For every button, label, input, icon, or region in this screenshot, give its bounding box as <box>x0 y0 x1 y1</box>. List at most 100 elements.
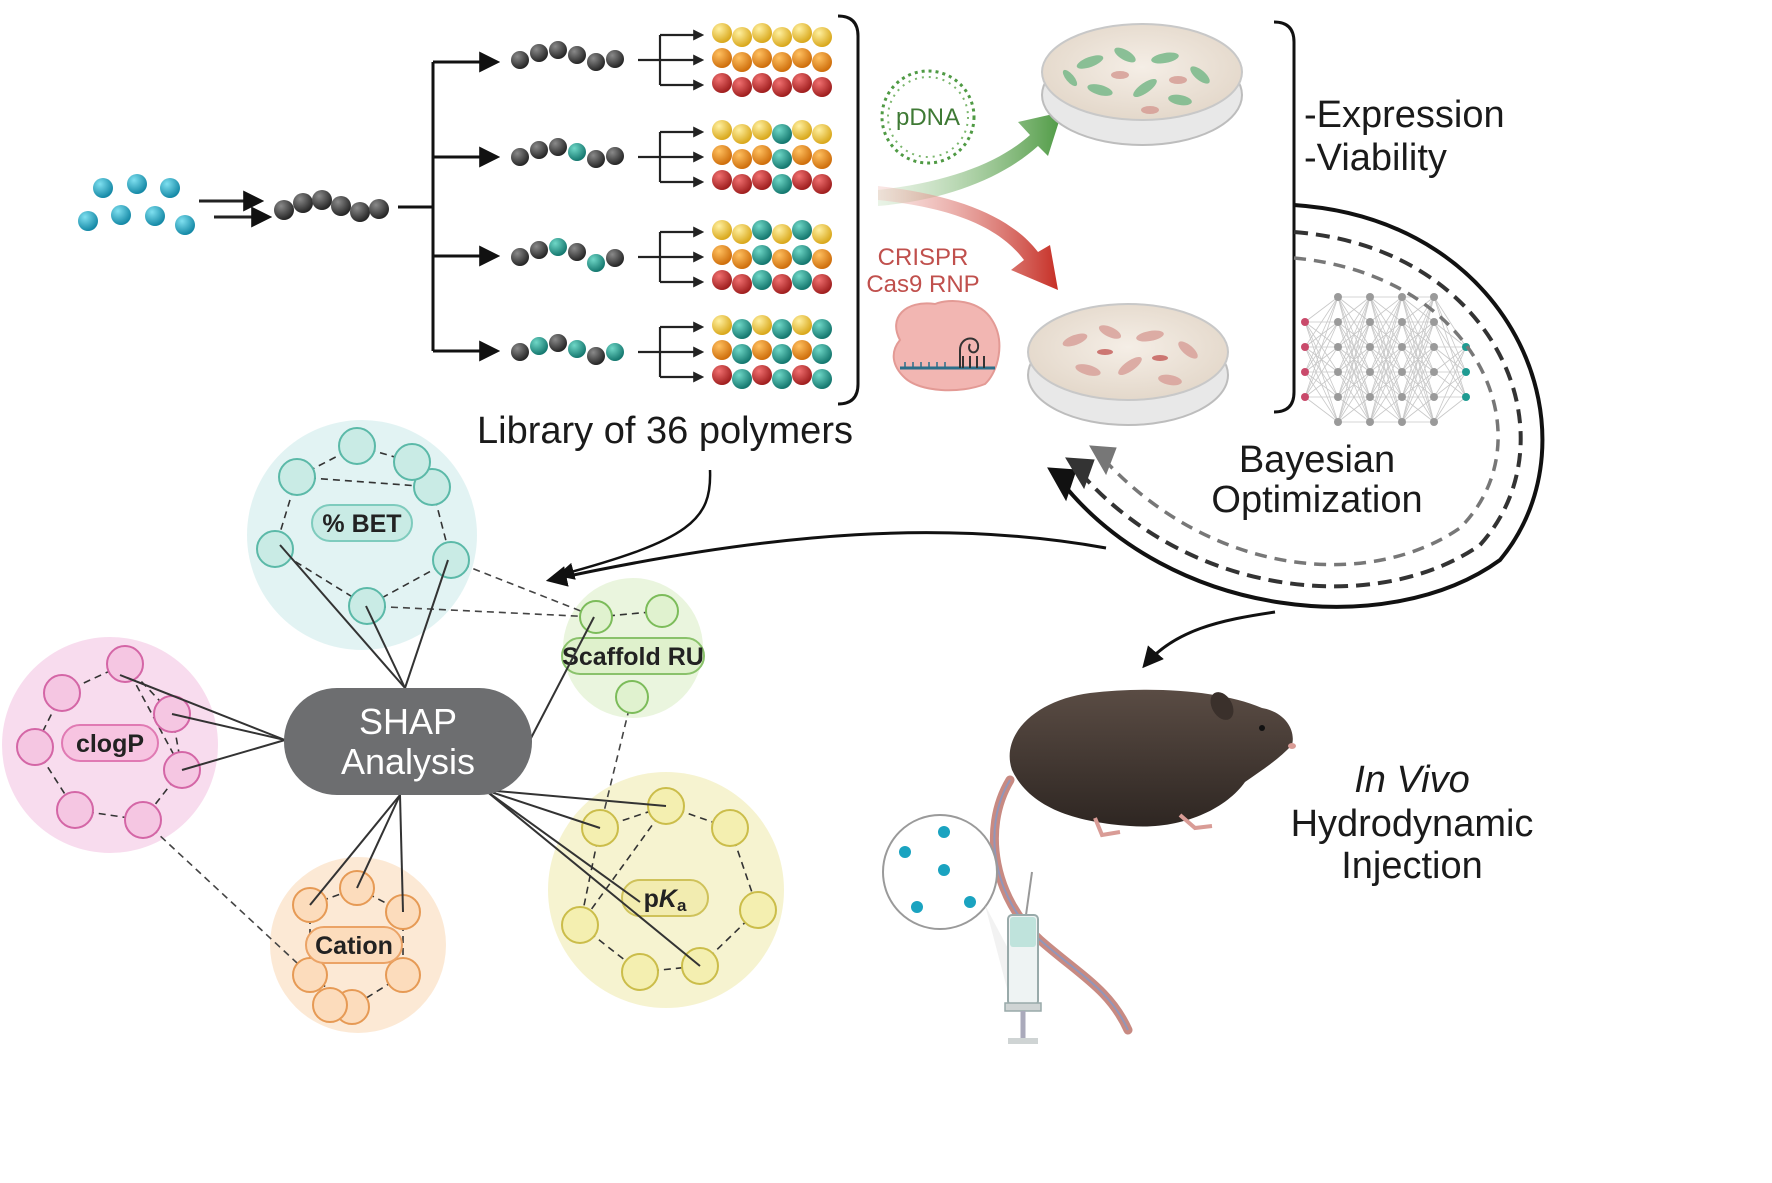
nn-edge <box>1337 296 1371 323</box>
sub-branch-forks <box>638 29 705 383</box>
library-to-shap-arrow <box>556 469 712 580</box>
nn-node <box>1430 368 1438 376</box>
bayesian-label-line2: Optimization <box>1211 479 1422 521</box>
nn-edge <box>1401 296 1435 398</box>
polymer-library-grids <box>712 23 832 389</box>
polymer-bead <box>752 365 772 385</box>
nn-node <box>1430 418 1438 426</box>
polymer-bead <box>792 365 812 385</box>
svg-text:clogP: clogP <box>76 730 144 758</box>
polymer-bead <box>812 274 832 294</box>
nn-node <box>1366 393 1374 401</box>
feature-node <box>312 987 348 1023</box>
optimization-loop-arrows <box>1047 203 1545 609</box>
polymer-bead <box>732 274 752 294</box>
polymer-bead <box>712 73 732 93</box>
nn-edge <box>1433 321 1467 348</box>
nn-edge <box>1337 396 1371 423</box>
nn-edge <box>1304 296 1339 323</box>
petri-dish-pdna <box>1041 23 1243 146</box>
nn-edge <box>1433 346 1467 398</box>
polymer-bead <box>732 224 752 244</box>
feature-edge <box>356 445 413 463</box>
nn-edge <box>1304 346 1339 398</box>
nn-edge <box>1337 296 1371 373</box>
chain-row-4 <box>511 334 624 365</box>
cross-cluster-edge <box>366 605 597 618</box>
feature-edge <box>296 476 433 488</box>
polymer-bead <box>712 245 732 265</box>
svg-text:pKa: pKa <box>644 885 687 915</box>
nn-node <box>1398 318 1406 326</box>
monomer-cluster <box>78 174 195 235</box>
polymer-bead <box>812 319 832 339</box>
nn-edge <box>1433 346 1467 373</box>
feature-edge <box>356 887 404 913</box>
polymer-bead <box>752 315 772 335</box>
polymer-bead <box>792 23 812 43</box>
scaffold-label-pill: Scaffold RU <box>561 637 705 675</box>
nn-node <box>1301 393 1309 401</box>
nn-edge <box>1369 296 1403 373</box>
polymer-bead <box>712 315 732 335</box>
nn-node <box>1398 343 1406 351</box>
polymer-bead <box>712 340 732 360</box>
polymer-bead <box>712 120 732 140</box>
polymer-bead <box>812 369 832 389</box>
feature-node <box>124 801 162 839</box>
mouse-illustration <box>989 689 1296 1035</box>
loop-to-shap-arrow <box>545 531 1107 587</box>
polymer-bead <box>712 145 732 165</box>
feature-node <box>413 468 451 506</box>
nn-edge <box>1401 346 1435 423</box>
petri-dish-crispr <box>1027 303 1229 426</box>
feature-node <box>645 594 679 628</box>
feature-edge <box>171 713 183 771</box>
feature-node <box>338 427 376 465</box>
pka-label-pill: pKa <box>621 879 709 917</box>
nn-edge <box>1304 371 1339 398</box>
polymer-bead <box>772 149 792 169</box>
polymer-bead <box>812 149 832 169</box>
polymer-bead <box>752 48 772 68</box>
nn-edge <box>1433 346 1467 423</box>
feature-node <box>43 674 81 712</box>
nn-edge <box>1337 321 1371 423</box>
polymer-bead <box>812 344 832 364</box>
nn-edge <box>1304 321 1339 398</box>
nn-edge <box>1337 346 1371 423</box>
polymer-bead <box>752 270 772 290</box>
nn-edge <box>1369 371 1403 423</box>
nn-node <box>1334 318 1342 326</box>
chain-row-2 <box>511 138 624 168</box>
polymer-bead <box>772 224 792 244</box>
feature-node <box>579 600 613 634</box>
clogp-label-pill: clogP <box>61 724 159 762</box>
polymer-bead <box>812 124 832 144</box>
nn-node <box>1366 343 1374 351</box>
polymer-bead <box>792 270 812 290</box>
polymer-bead <box>812 224 832 244</box>
feature-edge <box>579 805 667 926</box>
polymer-bead <box>752 245 772 265</box>
polymer-bead <box>772 124 792 144</box>
polymer-bead <box>752 73 772 93</box>
polymer-bead <box>772 174 792 194</box>
polymer-bead <box>732 344 752 364</box>
feature-node <box>739 891 777 929</box>
feature-node <box>56 791 94 829</box>
polymer-bead <box>772 27 792 47</box>
nn-node <box>1334 343 1342 351</box>
polymer-bead <box>812 27 832 47</box>
nn-edge <box>1433 371 1467 423</box>
polymer-bead <box>752 120 772 140</box>
svg-text:% BET: % BET <box>322 510 401 538</box>
feature-node <box>106 645 144 683</box>
shap-analysis-node: SHAP Analysis <box>284 688 532 795</box>
polymer-bead <box>812 249 832 269</box>
library-bracket <box>837 14 860 406</box>
chain-row-3 <box>511 238 624 272</box>
feature-node <box>561 906 599 944</box>
nn-node <box>1398 393 1406 401</box>
